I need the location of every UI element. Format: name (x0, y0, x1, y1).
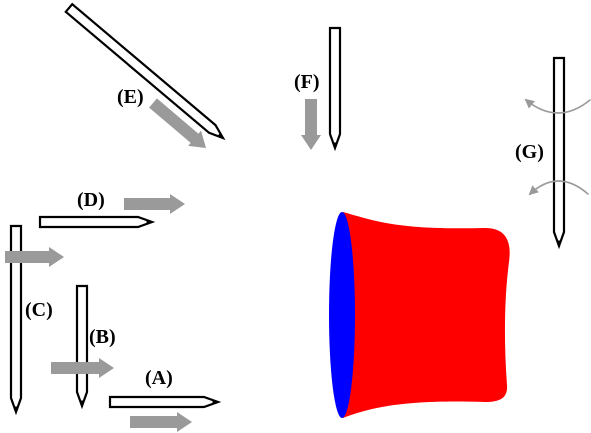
motion-arrow-b-icon (51, 358, 114, 378)
pencil-e-body (64, 2, 226, 141)
pencil-f-body (328, 26, 342, 152)
pencil-a-body (108, 395, 222, 409)
pencil-b-icon (75, 284, 89, 410)
pencil-c-body (9, 224, 23, 416)
pencil-f-icon (328, 26, 342, 152)
pencil-g-icon (552, 56, 566, 250)
target-cylinder (329, 212, 510, 418)
label-a: (A) (145, 367, 173, 389)
target-cylinder-side (343, 212, 510, 418)
pencil-c-lead (13, 406, 19, 414)
label-c: (C) (25, 299, 53, 321)
pencil-g-body (552, 56, 566, 250)
pencil-e-icon (64, 2, 226, 141)
label-g: (G) (515, 141, 544, 163)
label-f: (F) (294, 71, 320, 93)
rotation-arrows-g (524, 98, 591, 196)
pencils-group (9, 2, 566, 416)
rotation-arrow-bottom-icon (528, 180, 589, 196)
label-d: (D) (77, 189, 105, 211)
pencil-b-body (75, 284, 89, 410)
rotation-arrow-top-icon (524, 98, 591, 114)
pencil-a-lead (212, 399, 220, 405)
pencil-c-icon (9, 224, 23, 416)
motion-arrow-e-icon (149, 98, 206, 148)
pencil-d-lead (146, 219, 154, 225)
label-b: (B) (89, 326, 116, 348)
motion-arrow-c-icon (5, 247, 64, 267)
motion-arrow-f-icon (301, 99, 321, 150)
target-cylinder-face (329, 212, 355, 418)
pencil-a-icon (108, 395, 222, 409)
motion-arrows-group (5, 98, 321, 432)
motion-arrow-d-icon (124, 194, 185, 214)
pencil-b-lead (79, 400, 85, 408)
pencil-d-icon (38, 215, 156, 229)
pencil-d-body (38, 215, 156, 229)
pencil-g-lead (556, 240, 562, 248)
pencil-e-lead (217, 132, 225, 139)
motion-arrow-a-icon (130, 412, 192, 432)
label-e: (E) (117, 86, 144, 108)
pencil-f-lead (332, 142, 338, 150)
